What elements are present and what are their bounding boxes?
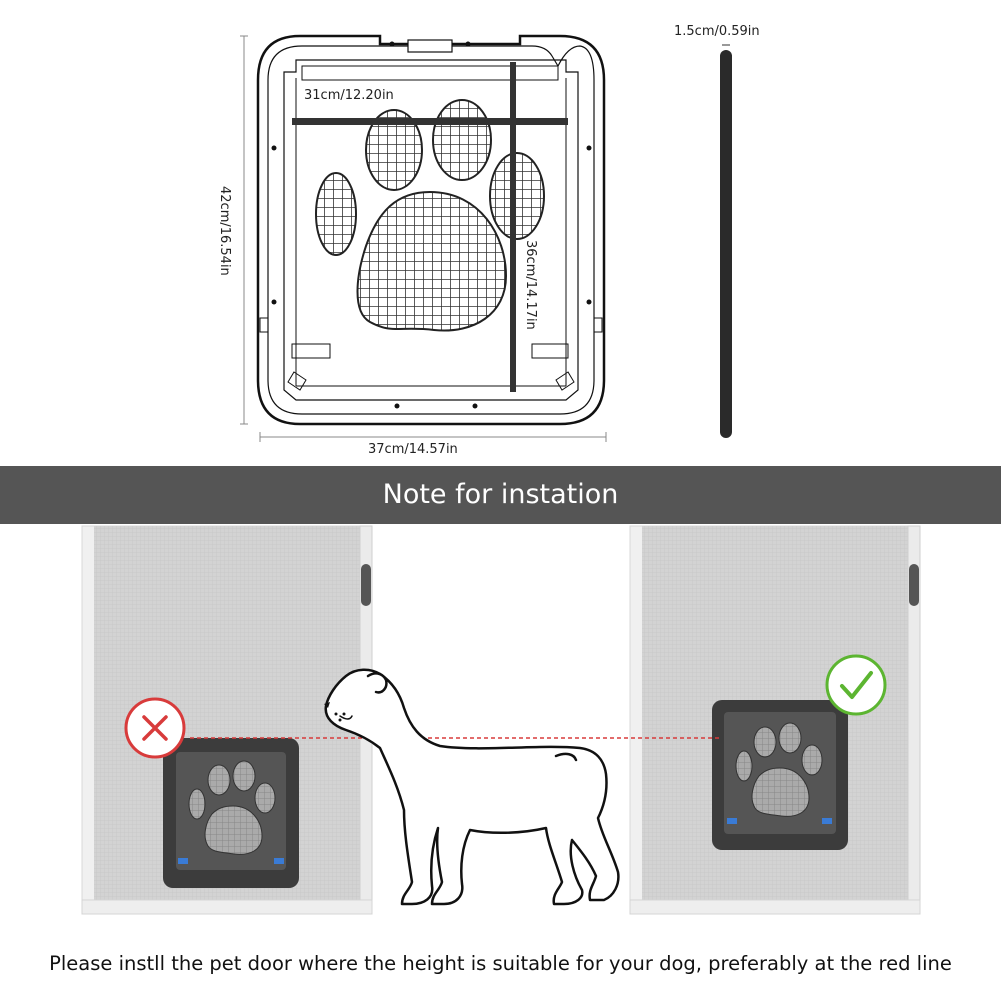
thickness-label: 1.5cm/0.59in <box>674 24 760 39</box>
width-label: 37cm/14.57in <box>368 442 458 457</box>
inner-height-bar <box>510 62 516 392</box>
inner-width-bar <box>292 118 568 125</box>
section-banner: Note for instation <box>0 466 1001 524</box>
dog-illustration <box>324 668 620 906</box>
check-circle-icon <box>825 654 887 716</box>
pet-door-correct <box>712 700 848 850</box>
dog-face-details <box>324 702 346 722</box>
thickness-bar <box>720 50 732 438</box>
door-frame <box>256 34 606 426</box>
pet-door-wrong <box>163 738 299 888</box>
inner-width-label: 31cm/12.20in <box>304 88 394 103</box>
installation-caption: Please instll the pet door where the hei… <box>49 952 952 975</box>
x-circle-icon <box>124 697 186 759</box>
